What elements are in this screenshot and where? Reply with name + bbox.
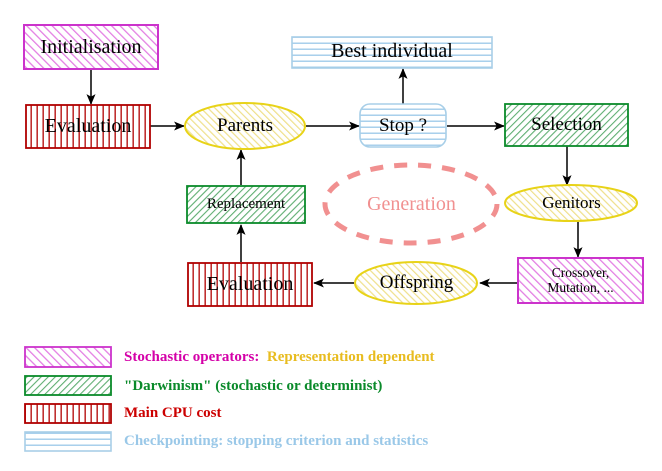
node-crossover-shape — [517, 257, 644, 304]
node-parents-shape — [184, 102, 306, 150]
node-offspring-shape — [354, 261, 478, 305]
node-evaluation-bottom-shape — [187, 262, 313, 307]
legend-label-checkpointing: Checkpointing: stopping criterion and st… — [124, 433, 429, 449]
node-generation-shape — [322, 162, 500, 246]
node-stop-shape — [359, 103, 447, 148]
legend-label-darwinism: "Darwinism" (stochastic or determinist) — [124, 378, 383, 394]
legend-label-representation-dependent: Representation dependent — [266, 349, 435, 365]
node-replacement-shape — [186, 185, 306, 224]
legend-label-stochastic-operators-text: Stochastic operators: — [124, 349, 260, 365]
node-genitors-shape — [504, 184, 638, 222]
node-best-individual-shape — [291, 36, 493, 69]
legend-label-main-cpu-cost: Main CPU cost — [124, 405, 222, 421]
legend-swatch-red-vertical — [24, 403, 112, 424]
legend-label-stochastic-operators: Stochastic operators: Representation dep… — [124, 350, 435, 365]
node-selection-shape — [504, 103, 629, 147]
legend-swatch-magenta-hatch — [24, 346, 112, 368]
legend-swatch-blue-horizontal — [24, 431, 112, 452]
legend-swatch-green-hatch — [24, 375, 112, 396]
edge-group — [86, 68, 583, 288]
node-evaluation-top-shape — [25, 104, 151, 149]
node-initialisation-shape — [23, 24, 159, 70]
